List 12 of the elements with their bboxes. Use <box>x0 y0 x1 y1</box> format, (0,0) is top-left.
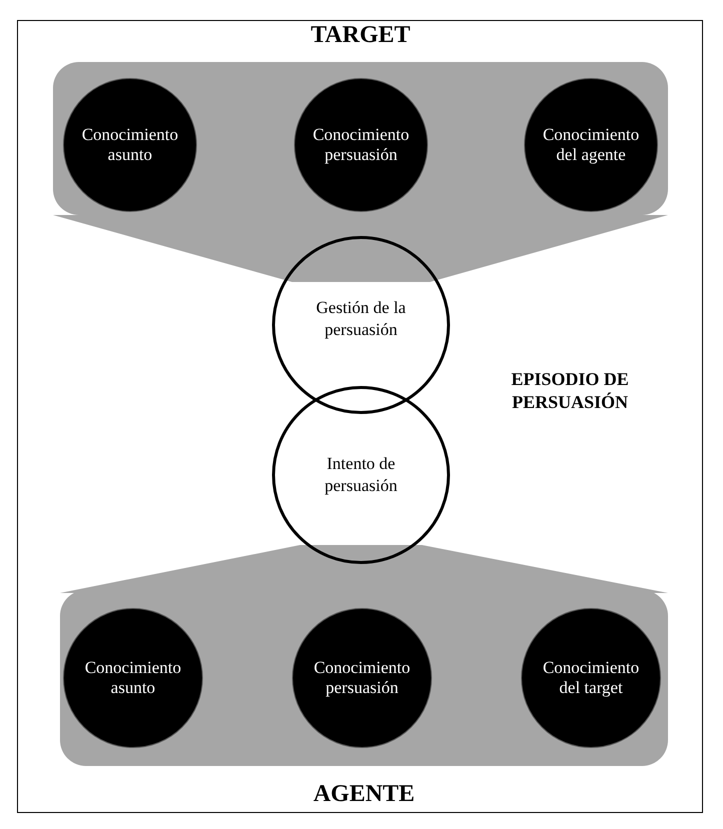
outline-circle <box>272 236 450 414</box>
circle-label: Intento de persuasión <box>324 453 398 498</box>
side-label: EPISODIO DE PERSUASIÓN <box>510 368 630 414</box>
panel-heading: TARGET <box>310 22 412 49</box>
circle-label: Conocimiento asunto <box>84 658 182 698</box>
circle-label: Conocimiento del target <box>542 658 640 698</box>
circle-label: Conocimiento asunto <box>80 124 180 166</box>
circle-label: Conocimiento persuasión <box>312 658 412 698</box>
circle-label: Gestión de la persuasión <box>315 297 407 342</box>
circle-label: Conocimiento del agente <box>542 124 640 166</box>
panel-heading: AGENTE <box>312 781 416 808</box>
circle-label: Conocimiento persuasión <box>312 124 410 166</box>
